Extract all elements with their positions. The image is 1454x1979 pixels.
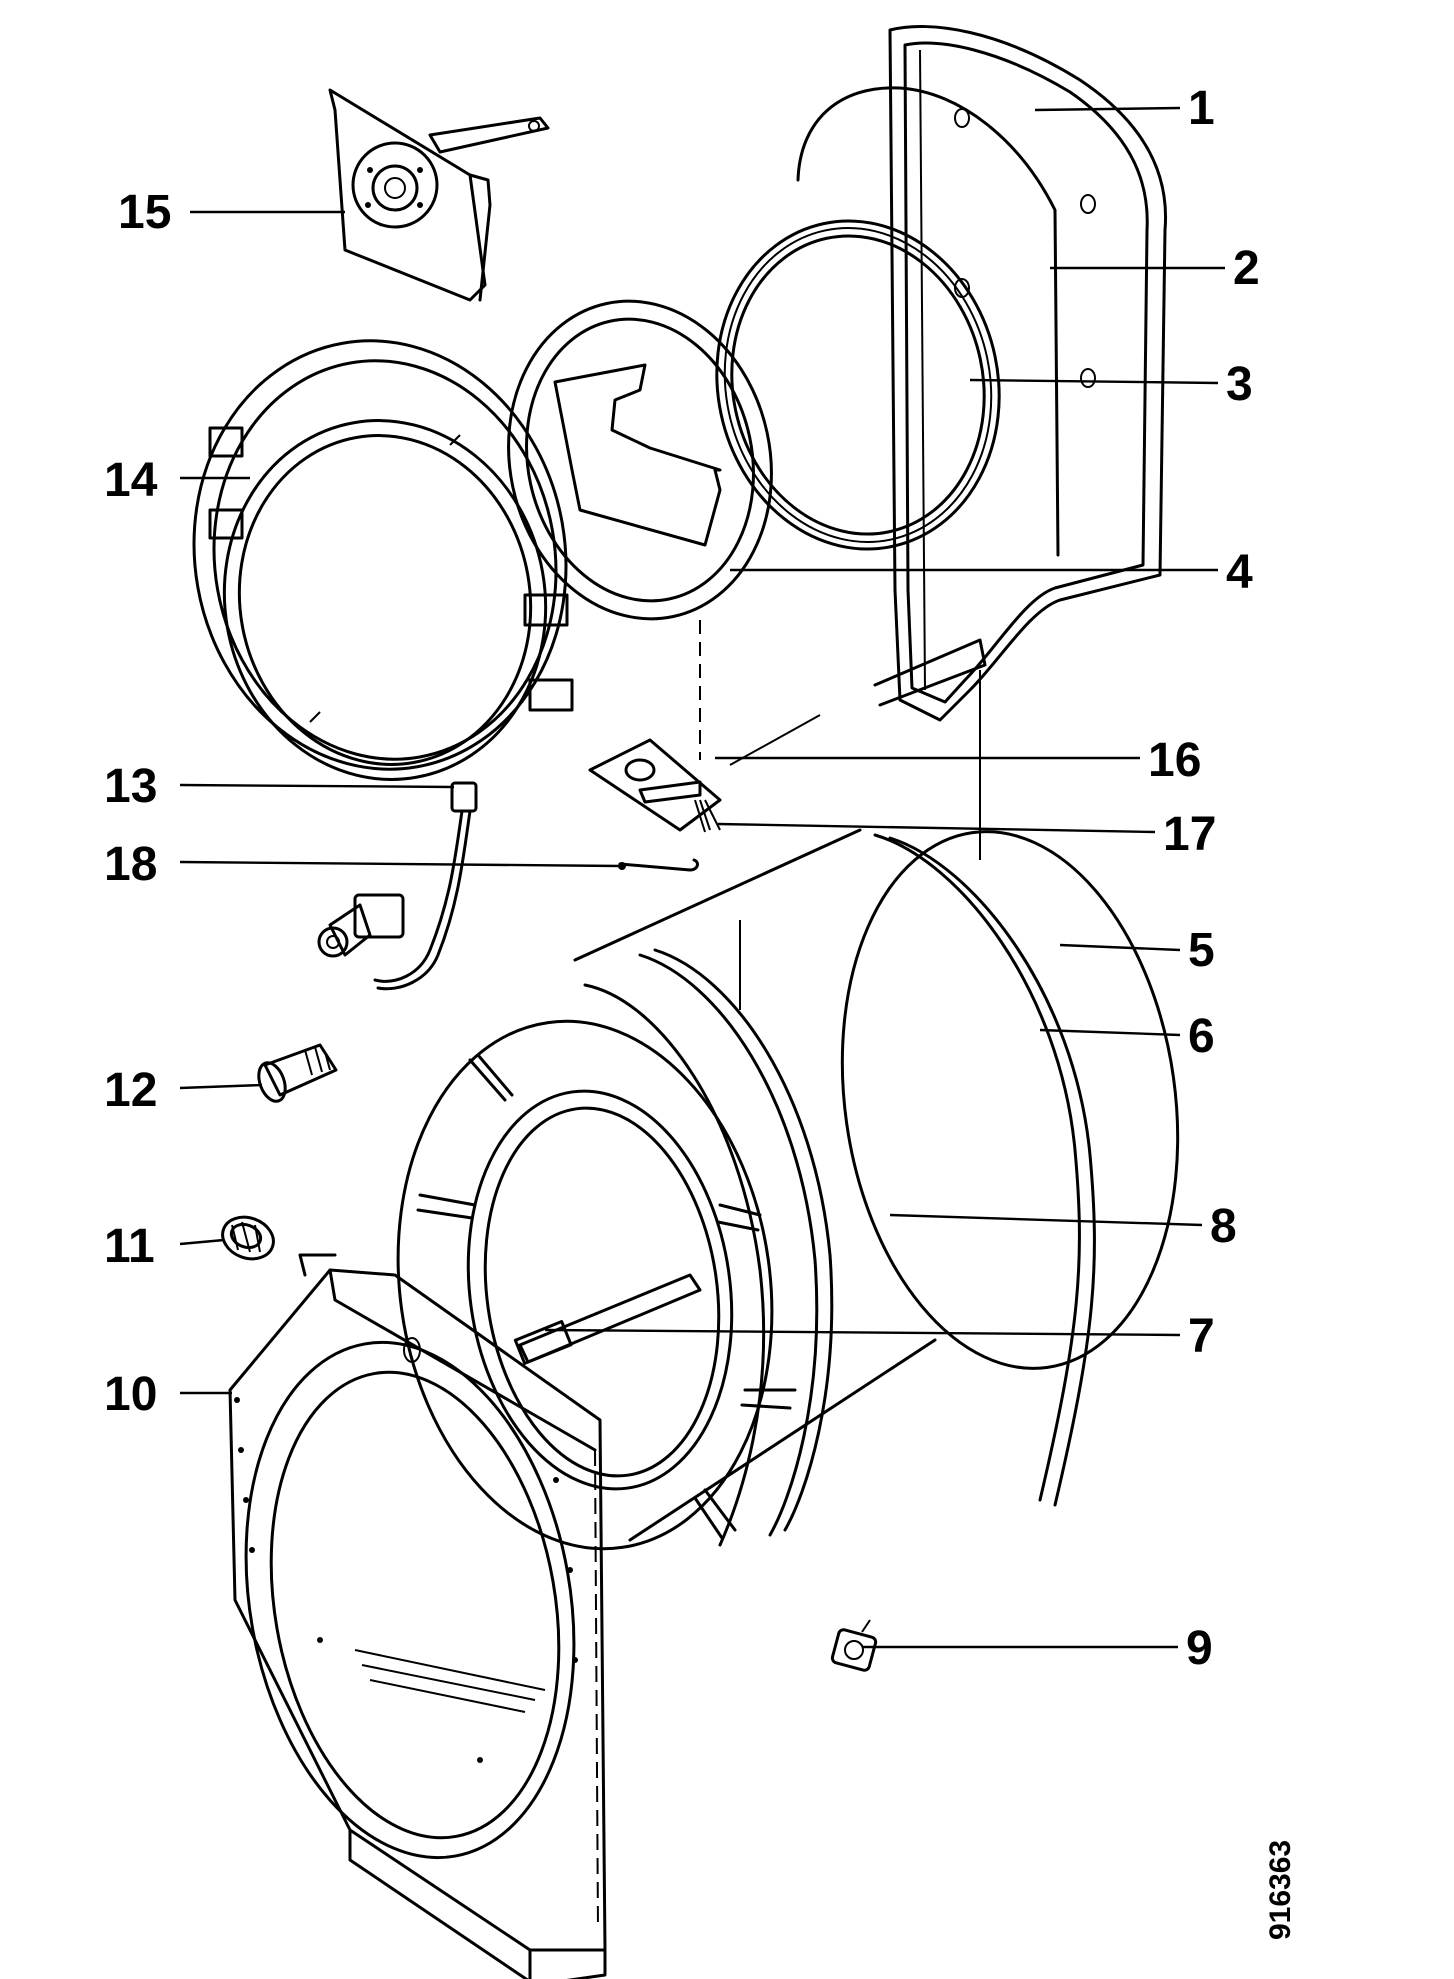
callout-2: 2 bbox=[1233, 242, 1260, 295]
callout-14: 14 bbox=[104, 454, 158, 507]
front-panel bbox=[228, 1253, 607, 1979]
callout-11: 11 bbox=[104, 1220, 155, 1273]
rear-panel bbox=[796, 25, 1168, 722]
callout-labels: 1 2 3 4 5 6 7 8 9 10 11 12 13 14 15 16 1… bbox=[104, 82, 1260, 1675]
screw bbox=[257, 1043, 338, 1103]
callout-15: 15 bbox=[118, 186, 171, 239]
callout-10: 10 bbox=[104, 1368, 157, 1421]
rear-ring bbox=[715, 219, 1001, 551]
front-ring bbox=[192, 339, 574, 781]
drum bbox=[396, 670, 1180, 1551]
callout-16: 16 bbox=[1148, 734, 1201, 787]
callout-1: 1 bbox=[1188, 82, 1215, 135]
callout-6: 6 bbox=[1188, 1010, 1215, 1063]
motor-bracket bbox=[328, 88, 550, 302]
thermostat-bracket bbox=[588, 714, 821, 833]
callout-13: 13 bbox=[104, 760, 157, 813]
callout-12: 12 bbox=[104, 1064, 157, 1117]
grommet bbox=[221, 1215, 275, 1261]
callout-9: 9 bbox=[1186, 1622, 1213, 1675]
callout-4: 4 bbox=[1226, 546, 1253, 599]
small-foot bbox=[830, 1619, 878, 1672]
callout-17: 17 bbox=[1163, 808, 1216, 861]
lamp-assembly bbox=[317, 781, 699, 991]
callout-7: 7 bbox=[1188, 1310, 1215, 1363]
filter-ring bbox=[507, 299, 773, 760]
leader-lines bbox=[179, 106, 1225, 1649]
reference-code: 916363 bbox=[1264, 1840, 1297, 1940]
callout-3: 3 bbox=[1226, 358, 1253, 411]
callout-8: 8 bbox=[1210, 1200, 1237, 1253]
callout-5: 5 bbox=[1188, 924, 1215, 977]
callout-18: 18 bbox=[104, 838, 157, 891]
